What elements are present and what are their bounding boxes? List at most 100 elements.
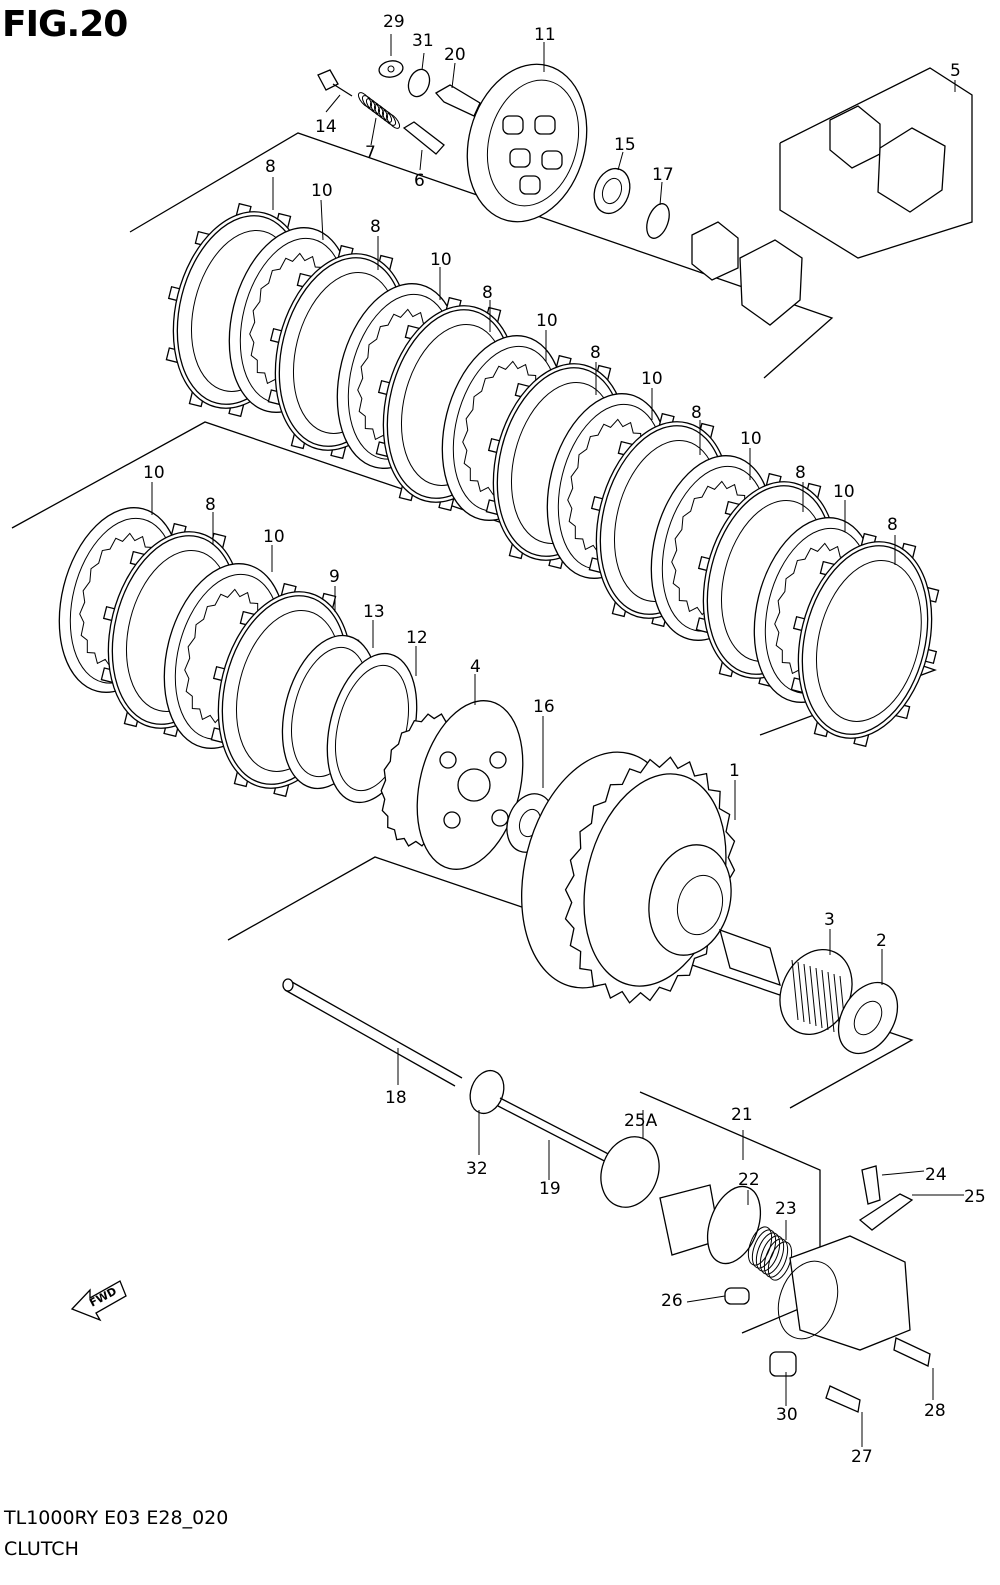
clutch-hub-boss [491, 809, 509, 827]
callout-26: 26 [661, 1291, 683, 1311]
clutch-hub-boss [443, 811, 461, 829]
callout-8: 8 [590, 343, 601, 363]
callout-18: 18 [385, 1088, 407, 1108]
dowel-26 [724, 1287, 750, 1305]
friction-plate-8 [790, 532, 940, 748]
rod-19-upper [499, 1097, 621, 1161]
release-cylinder-21 [789, 1235, 911, 1351]
clutch-hub-boss [439, 751, 457, 769]
bearing-15 [593, 167, 631, 215]
needle-roller [803, 963, 811, 1025]
o-ring-22 [706, 1185, 762, 1265]
spring-23-coil [767, 1241, 793, 1281]
callout-leader [421, 52, 425, 71]
kit-5-cam [877, 127, 946, 213]
callout-6: 6 [414, 171, 425, 191]
callout-10: 10 [143, 463, 165, 483]
pressure-plate-boss [519, 175, 541, 195]
thrust-washer-2-bore [853, 1000, 883, 1036]
pressure-plate-11-inner [486, 79, 580, 207]
callout-29: 29 [383, 12, 405, 32]
callout-11: 11 [534, 25, 556, 45]
spring-23-coil [759, 1235, 785, 1275]
callout-leader [451, 62, 456, 89]
callout-labels: FWD1234567888888889101010101010101011121… [87, 12, 985, 1467]
callout-1: 1 [729, 761, 740, 781]
callout-28: 28 [924, 1401, 946, 1421]
kit-5-frame [779, 67, 973, 259]
spring-23-coil [763, 1238, 789, 1278]
callout-9: 9 [329, 567, 340, 587]
lifter-bush [691, 221, 739, 281]
figure-code: TL1000RY E03 E28_020 [4, 1507, 229, 1529]
bolt-28 [893, 1337, 931, 1367]
needle-roller [791, 959, 799, 1021]
callout-10: 10 [740, 429, 762, 449]
spring-23-coil [755, 1232, 781, 1272]
callout-25a: 25A [624, 1111, 658, 1131]
bolt-27 [825, 1385, 861, 1413]
callout-3: 3 [824, 910, 835, 930]
callout-20: 20 [444, 45, 466, 65]
callout-8: 8 [887, 515, 898, 535]
thrust-washer-2 [837, 981, 899, 1055]
figure-title: FIG.20 [2, 4, 128, 45]
clutch-housing-1-bore [676, 874, 724, 936]
clutch-hub-boss [489, 751, 507, 769]
callout-12: 12 [406, 628, 428, 648]
spring-7-coil [385, 113, 401, 129]
callout-10: 10 [641, 369, 663, 389]
callout-leader [881, 1170, 925, 1176]
callout-10: 10 [311, 181, 333, 201]
clutch-housing-1-hub [648, 844, 732, 956]
pin-20 [434, 84, 481, 117]
callout-7: 7 [365, 143, 376, 163]
callout-5: 5 [950, 61, 961, 81]
callout-24: 24 [925, 1165, 947, 1185]
callout-19: 19 [539, 1179, 561, 1199]
clutch-hub-4-bore [457, 768, 491, 802]
rod-6 [402, 121, 445, 155]
callout-10: 10 [263, 527, 285, 547]
spacer [719, 928, 781, 987]
callout-10: 10 [833, 482, 855, 502]
callout-leader [617, 151, 624, 171]
needle-roller [821, 969, 829, 1031]
callout-21: 21 [731, 1105, 753, 1125]
callout-8: 8 [265, 157, 276, 177]
callout-27: 27 [851, 1447, 873, 1467]
callout-30: 30 [776, 1405, 798, 1425]
bearing-15-bore [601, 177, 623, 205]
plate-group-frame-top [129, 132, 834, 379]
callout-8: 8 [482, 283, 493, 303]
push-rod-18-end [282, 978, 294, 992]
release-group-frame [639, 1091, 821, 1334]
pressure-plate-boss [502, 115, 524, 135]
push-piece-32 [469, 1069, 505, 1115]
callout-23: 23 [775, 1199, 797, 1219]
circlip-17 [646, 203, 670, 239]
release-cylinder-bore [777, 1260, 839, 1340]
callout-4: 4 [470, 657, 481, 677]
pressure-plate-boss [509, 148, 531, 168]
callout-leader [686, 1295, 726, 1303]
washer-29-hole [387, 65, 395, 73]
bleeder-24 [861, 1165, 881, 1205]
callout-25: 25 [964, 1187, 986, 1207]
cap-25 [858, 1193, 914, 1231]
rod-19-lower [497, 1105, 619, 1169]
needle-roller [797, 961, 805, 1023]
fwd-arrow-icon [70, 1280, 127, 1322]
callout-leader [320, 199, 324, 241]
callout-17: 17 [652, 165, 674, 185]
washer-29 [378, 60, 404, 78]
oil-seal-25a [600, 1136, 660, 1208]
pressure-plate-11 [466, 63, 588, 223]
callout-31: 31 [412, 31, 434, 51]
callout-13: 13 [363, 602, 385, 622]
pressure-plate-boss [541, 150, 563, 170]
callout-leader [419, 149, 423, 171]
callout-8: 8 [205, 495, 216, 515]
callout-8: 8 [795, 463, 806, 483]
plate-inner-edge [815, 559, 922, 722]
